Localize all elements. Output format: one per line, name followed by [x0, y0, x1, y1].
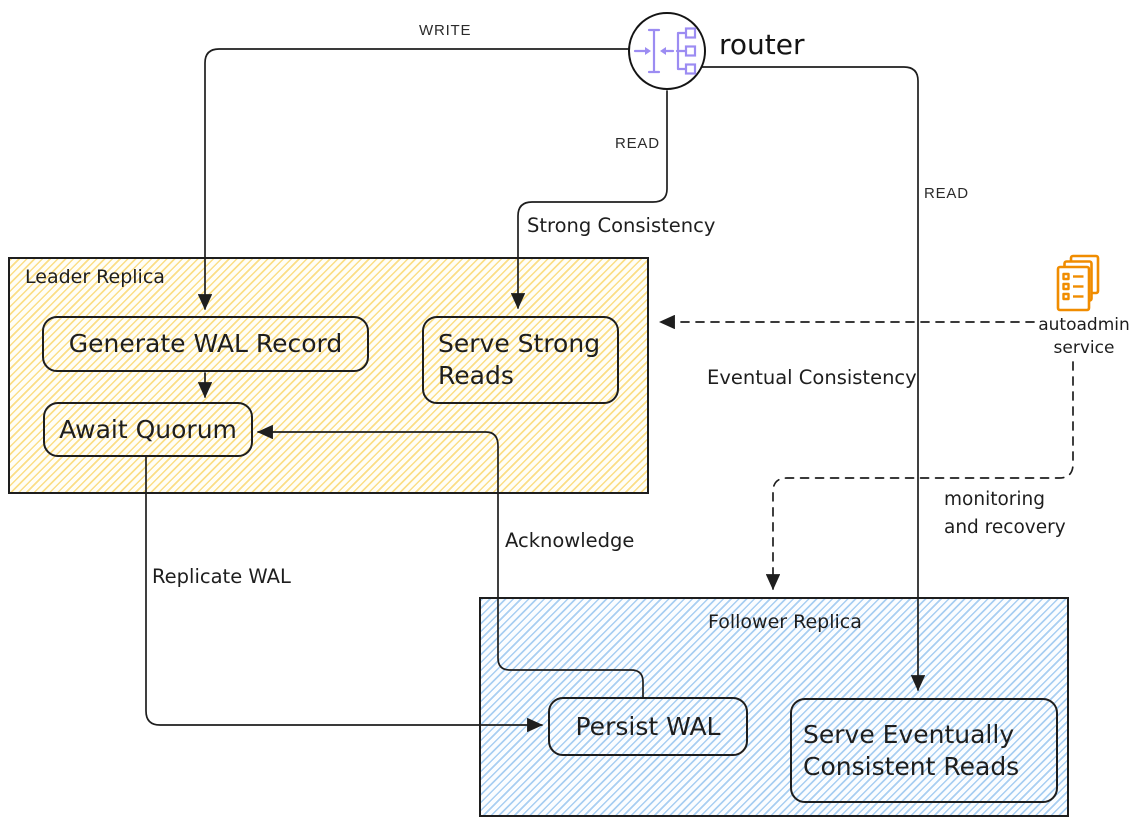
- node-serve-strong-reads: Serve Strong Reads: [422, 316, 619, 404]
- router-label: router: [719, 28, 805, 61]
- node-persist-wal: Persist WAL: [548, 697, 748, 756]
- leader-replica-title: Leader Replica: [25, 266, 165, 288]
- node-await-quorum: Await Quorum: [43, 402, 253, 457]
- read-right-edge-label: READ: [924, 185, 969, 202]
- node-serve-eventually-consistent-reads: Serve Eventually Consistent Reads: [790, 698, 1058, 803]
- autoadmin-service-label: autoadmin service: [1038, 315, 1130, 358]
- monitoring-recovery-edge: [765, 361, 1074, 591]
- monitoring-recovery-label: monitoring and recovery: [944, 489, 1066, 538]
- node-generate-wal-record: Generate WAL Record: [42, 316, 369, 372]
- follower-replica-title: Follower Replica: [708, 611, 862, 633]
- replicate-wal-label: Replicate WAL: [152, 565, 291, 588]
- strong-consistency-label: Strong Consistency: [527, 214, 716, 237]
- router-icon: [633, 27, 697, 75]
- eventual-consistency-label: Eventual Consistency: [707, 366, 917, 389]
- read-left-edge-label: READ: [615, 135, 660, 152]
- write-edge-label: WRITE: [419, 22, 472, 39]
- acknowledge-label: Acknowledge: [505, 529, 635, 552]
- autoadmin-service-icon: [1056, 254, 1100, 312]
